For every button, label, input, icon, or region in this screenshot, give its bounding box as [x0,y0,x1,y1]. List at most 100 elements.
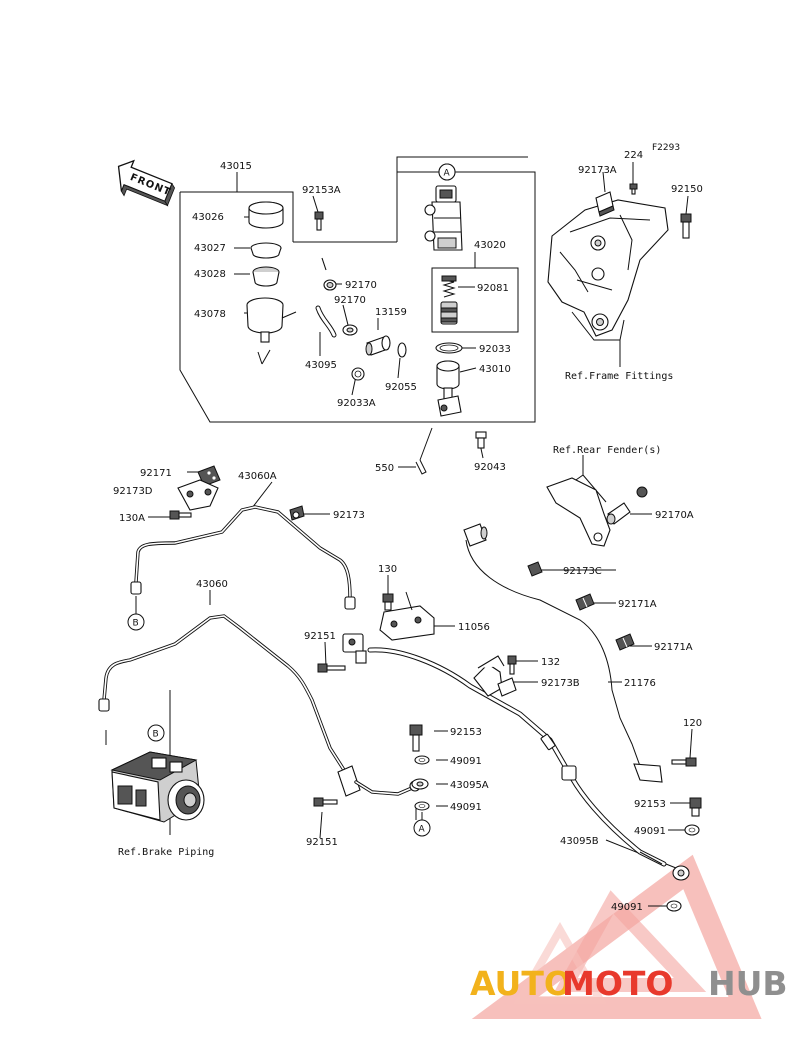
label-92033a: 92033A [337,398,376,409]
bolt-92150-icon [680,213,692,239]
washer-49091-right-lower-icon [666,900,682,912]
label-130a: 130A [119,513,145,524]
label-92170-upper: 92170 [345,280,377,291]
piston-43020-icon [440,301,458,325]
marker-a-bottom: A [413,819,431,837]
svg-text:A: A [444,169,451,179]
reservoir-hose [315,305,337,338]
label-92173a: 92173A [578,165,617,176]
clamp-92171a-upper-icon [575,593,595,611]
banjo-bolt-92153-right-icon [689,797,702,817]
label-49091-right-upper: 49091 [634,826,666,837]
label-43010: 43010 [479,364,511,375]
pushrod-43010-icon [436,360,462,417]
pin-92043-icon [475,431,487,449]
label-92033: 92033 [479,344,511,355]
reservoir-plate [250,242,282,259]
label-43095b: 43095B [560,836,599,847]
reservoir-tank [246,297,297,365]
clamp-92173c-icon [527,561,543,577]
piston-spring-92081-icon [441,275,457,298]
label-43020: 43020 [474,240,506,251]
abs-unit-icon [110,751,205,823]
label-43026: 43026 [192,212,224,223]
bolt-130-icon [382,593,394,611]
rivet-224-icon [629,183,638,195]
label-92043: 92043 [474,462,506,473]
bolt-92151-lower-icon [313,797,338,807]
label-43028: 43028 [194,269,226,280]
group-outlines [179,156,536,423]
label-43078: 43078 [194,309,226,320]
hose-clamp-upper-icon [321,257,337,291]
label-43060: 43060 [196,579,228,590]
label-550: 550 [375,463,394,474]
label-92151-lower: 92151 [306,837,338,848]
washer-49091-right-upper-icon [684,824,700,836]
bolt-92153a-icon [314,211,324,231]
svg-text:B: B [153,730,159,740]
circlip-92033a-icon [351,367,365,381]
ref-rear-fender: Ref.Rear Fender(s) [553,445,661,456]
watermark-auto: AUTO [470,964,572,1003]
label-92150: 92150 [671,184,703,195]
hose-clamp-lower-icon [342,324,358,336]
watermark-text: AUTO MOTO HUB [470,964,788,1003]
label-13159: 13159 [375,307,407,318]
clamp-92173-icon [289,505,305,521]
label-49091-center-upper: 49091 [450,756,482,767]
label-43060a: 43060A [238,471,277,482]
ref-frame-fittings: Ref.Frame Fittings [565,371,673,382]
stoplight-switch-cable [463,523,663,783]
label-92171a-lower: 92171A [654,642,693,653]
marker-a-top: A [438,163,456,181]
bolt-92151-upper-icon [317,663,346,673]
svg-text:A: A [419,825,426,835]
label-92173d: 92173D [113,486,153,497]
label-21176: 21176 [624,678,656,689]
clamp-92173b-icon [497,677,517,697]
front-arrow-icon: FRONT [117,159,176,207]
watermark-logo [471,854,762,1019]
label-43015: 43015 [220,161,252,172]
label-43027: 43027 [194,243,226,254]
washer-49091-lower-icon [414,801,430,811]
footrest-bracket-icon [547,199,669,337]
label-92153a: 92153A [302,185,341,196]
marker-b-left: B [127,613,145,631]
grommet-92170a-icon [606,486,648,525]
banjo-bolt-92153-icon [409,724,423,752]
clamp-92173d-icon [177,479,219,511]
label-92151-upper: 92151 [304,631,336,642]
watermark-triangle-core [513,921,607,1004]
label-92153-right: 92153 [634,799,666,810]
label-49091-right-lower: 49091 [611,902,643,913]
label-92081: 92081 [477,283,509,294]
label-49091-center-lower: 49091 [450,802,482,813]
ref-brake-piping: Ref.Brake Piping [118,847,214,858]
label-120: 120 [683,718,702,729]
pipe-junction-icon [342,633,367,664]
label-92173c: 92173C [563,566,602,577]
washer-49091-upper-icon [414,755,430,765]
label-92173b: 92173B [541,678,580,689]
marker-b-abs: B [147,724,165,742]
watermark-moto: MOTO [562,964,673,1003]
brake-pipe-43060 [98,614,346,772]
pipe-fitting-lower-icon [337,765,421,797]
hose-banjo-43095b-icon [672,865,690,881]
label-130: 130 [378,564,397,575]
brake-pipe-43060a [130,505,356,610]
label-11056: 11056 [458,622,490,633]
label-92170a: 92170A [655,510,694,521]
brake-hose-main [367,647,667,867]
label-92170-lower: 92170 [334,295,366,306]
clamp-92171a-lower-icon [615,633,635,651]
label-92153-center: 92153 [450,727,482,738]
label-92055: 92055 [385,382,417,393]
rear-fender-bracket-icon [546,477,611,547]
watermark-triangle-inner [554,890,707,992]
bracket-92173a-icon [595,191,615,217]
bolt-120-icon [671,757,697,767]
